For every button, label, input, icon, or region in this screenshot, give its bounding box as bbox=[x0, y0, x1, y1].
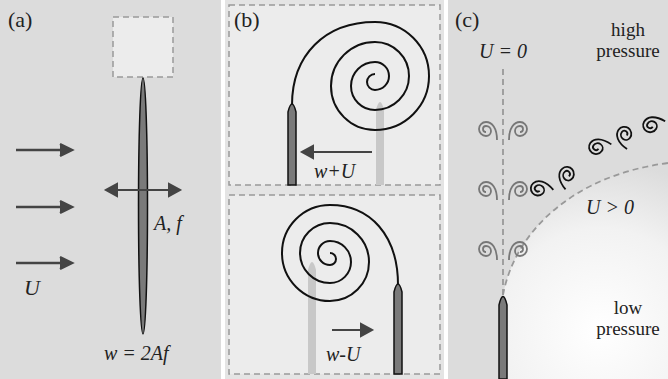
panel-a-ground bbox=[0, 0, 221, 379]
panel-b-ground bbox=[225, 0, 444, 379]
region-label: low pressure bbox=[592, 298, 664, 340]
vortex bbox=[479, 242, 497, 260]
plate bbox=[499, 297, 507, 379]
low-pressure-region bbox=[503, 163, 668, 379]
vortex bbox=[509, 242, 527, 260]
vortex bbox=[554, 164, 579, 189]
deflected-vortices bbox=[528, 112, 665, 201]
zoom-box bbox=[113, 17, 173, 77]
amplitude-label: A, f bbox=[154, 212, 182, 234]
vortex bbox=[586, 134, 611, 159]
vortex-spiral bbox=[292, 22, 429, 130]
vortex bbox=[479, 122, 497, 140]
arrow-head bbox=[302, 146, 313, 158]
zoom-box bbox=[229, 195, 440, 374]
plate bbox=[288, 104, 296, 185]
arrow-head bbox=[60, 144, 72, 156]
plate-ghost bbox=[376, 102, 384, 185]
vortex bbox=[479, 182, 497, 200]
oscillation-arrow bbox=[106, 184, 180, 196]
arrow-shaft bbox=[308, 151, 372, 153]
region-label: high pressure bbox=[592, 20, 664, 62]
wake-line bbox=[502, 68, 504, 295]
panel-letter: (a) bbox=[8, 8, 32, 32]
speed-label: w = 2Af bbox=[104, 342, 169, 364]
vortex bbox=[528, 176, 553, 201]
pressure-boundary bbox=[503, 163, 668, 295]
wake-vortices bbox=[479, 122, 527, 260]
arrow-head bbox=[106, 184, 117, 196]
arrow-head bbox=[60, 257, 72, 269]
arrow-head bbox=[169, 184, 180, 196]
velocity-arrow bbox=[302, 146, 372, 336]
velocity-label: U bbox=[24, 276, 40, 300]
velocity-label: U > 0 bbox=[586, 196, 634, 218]
panel-letter: (b) bbox=[234, 8, 260, 32]
arrow-head bbox=[361, 324, 372, 336]
arrow-head bbox=[60, 201, 72, 213]
velocity-label: w+U bbox=[314, 160, 355, 182]
vortex bbox=[509, 122, 527, 140]
zoom-box bbox=[229, 5, 440, 185]
velocity-label: w-U bbox=[326, 343, 360, 365]
velocity-label: U = 0 bbox=[476, 40, 530, 62]
vortex bbox=[641, 112, 666, 137]
plate bbox=[139, 78, 148, 334]
flow-arrows bbox=[16, 144, 72, 269]
panel-letter: (c) bbox=[455, 8, 479, 32]
vortex bbox=[612, 124, 637, 149]
arrow-shaft bbox=[110, 189, 176, 191]
plate bbox=[394, 284, 402, 374]
vortex bbox=[509, 182, 527, 200]
panel-c-ground bbox=[448, 0, 668, 379]
vortex-spiral bbox=[282, 205, 398, 301]
